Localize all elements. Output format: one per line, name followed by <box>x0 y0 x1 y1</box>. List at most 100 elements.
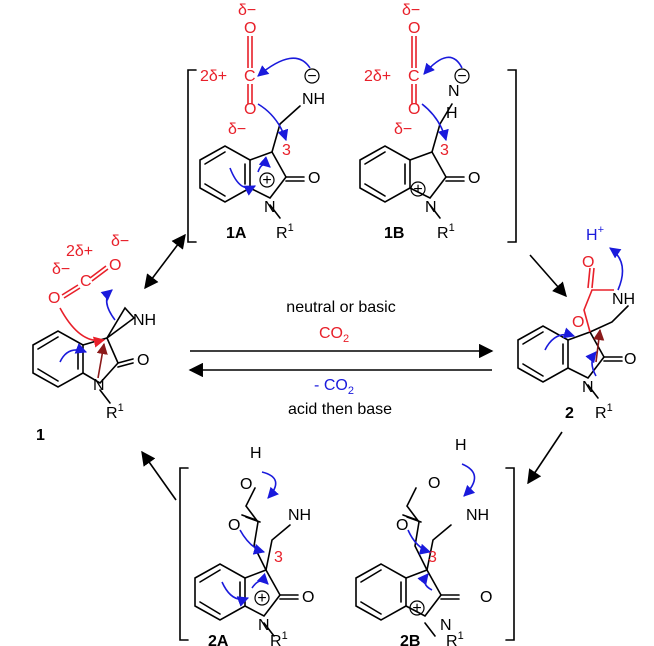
charge-two-delta-plus: 2δ+ <box>200 68 227 85</box>
arrow-attack-red <box>59 307 106 348</box>
condition-forward-bottom: CO2 <box>319 325 349 345</box>
arrow-2A-b <box>239 529 266 555</box>
arrow-1A-b <box>257 103 289 142</box>
charge-two-delta-plus: 2δ+ <box>364 68 391 85</box>
atom-C-co2: C <box>80 273 92 290</box>
position-3: 3 <box>440 142 449 159</box>
plus-charge-circle <box>254 590 270 606</box>
atom-O: O <box>624 351 636 368</box>
arrow-2A-d <box>251 572 269 589</box>
arrow-1-a <box>100 289 116 321</box>
arrow-1-to-1A <box>144 233 186 290</box>
atom-O-carbonyl: O <box>228 517 240 534</box>
atom-N: N <box>93 377 105 394</box>
structure-2B <box>355 487 460 637</box>
atom-O: O <box>308 170 320 187</box>
arrow-1A-d <box>257 156 271 173</box>
plus-charge: + <box>257 590 266 607</box>
charge-delta-minus-left: δ− <box>52 261 70 278</box>
arrow-2A-to-1 <box>141 450 177 501</box>
atom-H: H <box>455 437 467 454</box>
arrow-2-to-2B <box>527 431 563 485</box>
atom-H: H <box>250 445 262 462</box>
atom-O-carbonyl: O <box>582 254 594 271</box>
charge-delta-minus-top: δ− <box>238 2 256 19</box>
equilibrium-arrows <box>188 343 494 378</box>
arrow-2-d <box>544 327 576 351</box>
charge-two-delta-plus: 2δ+ <box>66 243 93 260</box>
atom-N: N <box>582 379 594 396</box>
label-compound-2B: 2B <box>400 633 420 646</box>
atom-NH: NH <box>288 507 311 524</box>
atom-NH: NH <box>302 91 325 108</box>
condition-reverse-bottom: acid then base <box>288 401 392 418</box>
substituent-R1: R1 <box>437 222 455 242</box>
plus-charge-circle <box>410 181 426 197</box>
atom-O: O <box>302 589 314 606</box>
arrow-1B-to-2 <box>529 254 567 298</box>
atom-N: N <box>425 199 437 216</box>
atom-O: O <box>137 352 149 369</box>
atom-O-carbonyl: O <box>396 517 408 534</box>
plus-charge-circle <box>259 172 275 188</box>
condition-forward-top: neutral or basic <box>286 299 395 316</box>
atom-O: O <box>468 170 480 187</box>
charge-delta-minus-bottom: δ− <box>394 121 412 138</box>
atom-N-anion: N <box>448 83 460 100</box>
position-3: 3 <box>274 549 283 566</box>
label-compound-2A: 2A <box>208 633 229 646</box>
proton: H+ <box>586 224 604 244</box>
bracket-1A-1B <box>187 69 517 243</box>
atom-N: N <box>440 617 452 634</box>
label-compound-1: 1 <box>36 427 45 444</box>
minus-charge: − <box>457 68 466 85</box>
arrow-2-a <box>609 247 624 291</box>
atom-O-hydroxyl: O <box>240 476 252 493</box>
substituent-R1: R1 <box>595 402 613 422</box>
arrow-2B-c <box>417 573 433 591</box>
arrow-2B-b <box>407 529 432 555</box>
arrow-1B-b <box>421 103 449 142</box>
arrow-1A-c <box>229 167 256 196</box>
substituent-R1: R1 <box>446 630 464 646</box>
label-compound-1A: 1A <box>226 225 247 242</box>
atom-O-ring: O <box>572 314 584 331</box>
atom-N: N <box>264 199 276 216</box>
substituent-R1: R1 <box>270 630 288 646</box>
atom-C: C <box>244 68 256 85</box>
arrow-2B-a <box>461 463 476 497</box>
plus-charge: + <box>262 172 271 189</box>
arrow-2A-a <box>261 471 279 499</box>
atom-O-bottom: O <box>408 101 420 118</box>
atom-N: N <box>258 617 270 634</box>
arrow-1-c <box>96 342 108 379</box>
atom-O-right: O <box>109 257 121 274</box>
substituent-R1: R1 <box>276 222 294 242</box>
charge-delta-minus-right: δ− <box>111 233 129 250</box>
bracket-2A-2B <box>179 467 515 641</box>
atom-O-bottom: O <box>244 101 256 118</box>
atom-C: C <box>408 68 420 85</box>
minus-charge: − <box>307 68 316 85</box>
atom-O: O <box>480 589 492 606</box>
label-compound-1B: 1B <box>384 225 404 242</box>
label-compound-2: 2 <box>565 405 574 422</box>
arrow-2-b <box>585 351 597 377</box>
plus-charge: + <box>412 600 421 617</box>
arrow-1-b <box>59 343 88 363</box>
atom-O-hydroxyl: O <box>428 475 440 492</box>
atom-H: H <box>446 105 458 122</box>
atom-NH: NH <box>466 507 489 524</box>
atom-NH: NH <box>612 291 635 308</box>
atom-O-left: O <box>48 290 60 307</box>
structure-1A <box>199 36 305 219</box>
position-3: 3 <box>428 549 437 566</box>
position-3: 3 <box>282 142 291 159</box>
charge-delta-minus-top: δ− <box>402 2 420 19</box>
arrow-2-c <box>593 328 605 363</box>
arrow-1A-a <box>257 57 311 77</box>
plus-charge: + <box>413 181 422 198</box>
minus-charge-circle <box>304 68 320 84</box>
plus-charge-circle <box>409 600 425 616</box>
